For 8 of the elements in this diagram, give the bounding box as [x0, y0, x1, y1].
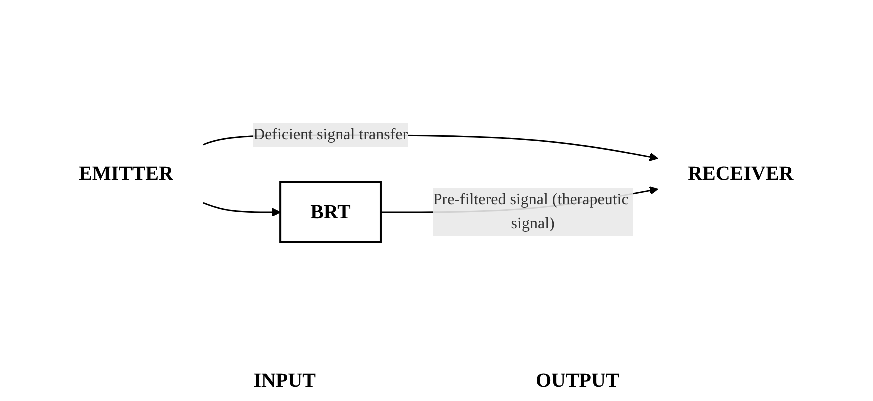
arrow — [203, 202, 282, 217]
port-label: INPUT — [254, 370, 316, 393]
node-text: EMITTER — [79, 163, 174, 185]
node-box: BRT — [280, 182, 382, 244]
edge-label: Pre-filtered signal (therapeutic signal) — [434, 192, 629, 232]
edge-label: Deficient signal transfer — [254, 126, 408, 144]
port-label: OUTPUT — [536, 370, 620, 393]
node-text: RECEIVER — [688, 163, 794, 185]
